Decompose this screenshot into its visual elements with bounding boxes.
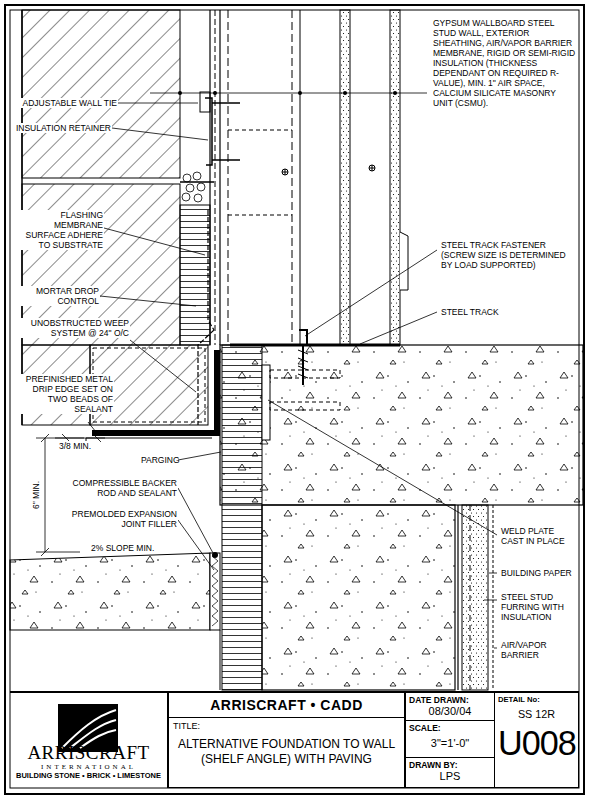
callout-label: PREMOLDED EXPANSION JOINT FILLER xyxy=(60,509,178,529)
callout-label: STEEL STUD FURRING WITH INSULATION xyxy=(500,592,578,622)
callout-label: PREFINISHED METAL DRIP EDGE SET ON TWO B… xyxy=(12,374,114,414)
dimension-label: 3/8 MIN. xyxy=(58,441,100,451)
callout-label: STEEL TRACK FASTENER (SCREW SIZE IS DETE… xyxy=(440,240,578,270)
callout-label: WELD PLATE CAST IN PLACE xyxy=(500,526,578,546)
title-block-cell: TITLE: ALTERNATIVE FOUNDATION TO WALL (SH… xyxy=(168,717,405,788)
cell-heading: SCALE: xyxy=(409,723,491,733)
cell-heading: DATE DRAWN: xyxy=(409,695,491,705)
callout-label: STEEL TRACK xyxy=(440,307,512,317)
cell-heading: ARRISCRAFT xyxy=(12,743,165,763)
title-block-cell: ARRISCRAFT • CADD xyxy=(168,692,405,718)
logo-cell: ARRISCRAFTINTERNATIONALBUILDING STONE • … xyxy=(10,692,168,788)
cell-text: SS 12R xyxy=(498,708,575,720)
callout-label: MORTAR DROP CONTROL xyxy=(12,286,100,306)
callout-label: AIR/VAPOR BARRIER xyxy=(500,640,578,660)
cell-text: 08/30/04 xyxy=(409,705,491,717)
cell-text: BUILDING STONE • BRICK • LIMESTONE xyxy=(12,771,165,781)
dimension-label: 6" MIN. xyxy=(31,474,41,516)
callout-label: PARGING xyxy=(140,455,178,465)
cell-text: LPS xyxy=(409,770,491,782)
cell-text: INTERNATIONAL xyxy=(12,763,165,771)
title-block-cell: SCALE: 3"=1'-0" xyxy=(405,720,495,758)
title-block-cell: DRAWN BY:LPS xyxy=(405,757,495,788)
callout-label: 2% SLOPE MIN. xyxy=(90,543,162,553)
title-block-cell: DETAIL No: SS 12R U008 xyxy=(494,692,579,788)
callout-label: INSULATION RETAINER xyxy=(12,123,112,133)
callout-label: BUILDING PAPER xyxy=(500,568,578,578)
cell-heading: DRAWN BY: xyxy=(409,760,491,770)
cell-text: U008 xyxy=(498,722,575,764)
callout-label: FLASHING MEMBRANE SURFACE ADHERE TO SUBS… xyxy=(12,210,104,250)
callout-label: UNOBSTRUCTED WEEP SYSTEM @ 24" O/C xyxy=(12,318,130,338)
cell-heading: DETAIL No: xyxy=(498,695,575,704)
cell-text: ALTERNATIVE FOUNDATION TO WALL (SHELF AN… xyxy=(173,737,400,767)
callout-label: ADJUSTABLE WALL TIE xyxy=(12,98,118,108)
cell-heading: TITLE: xyxy=(173,721,400,731)
callout-label: COMPRESSIBLE BACKER ROD AND SEALANT xyxy=(60,478,178,498)
cell-heading: ARRISCRAFT • CADD xyxy=(171,697,402,713)
cell-text: 3"=1'-0" xyxy=(409,737,491,749)
callout-label: GYPSUM WALLBOARD STEEL STUD WALL, EXTERI… xyxy=(432,18,578,108)
title-block-cell: DATE DRAWN:08/30/04 xyxy=(405,692,495,721)
